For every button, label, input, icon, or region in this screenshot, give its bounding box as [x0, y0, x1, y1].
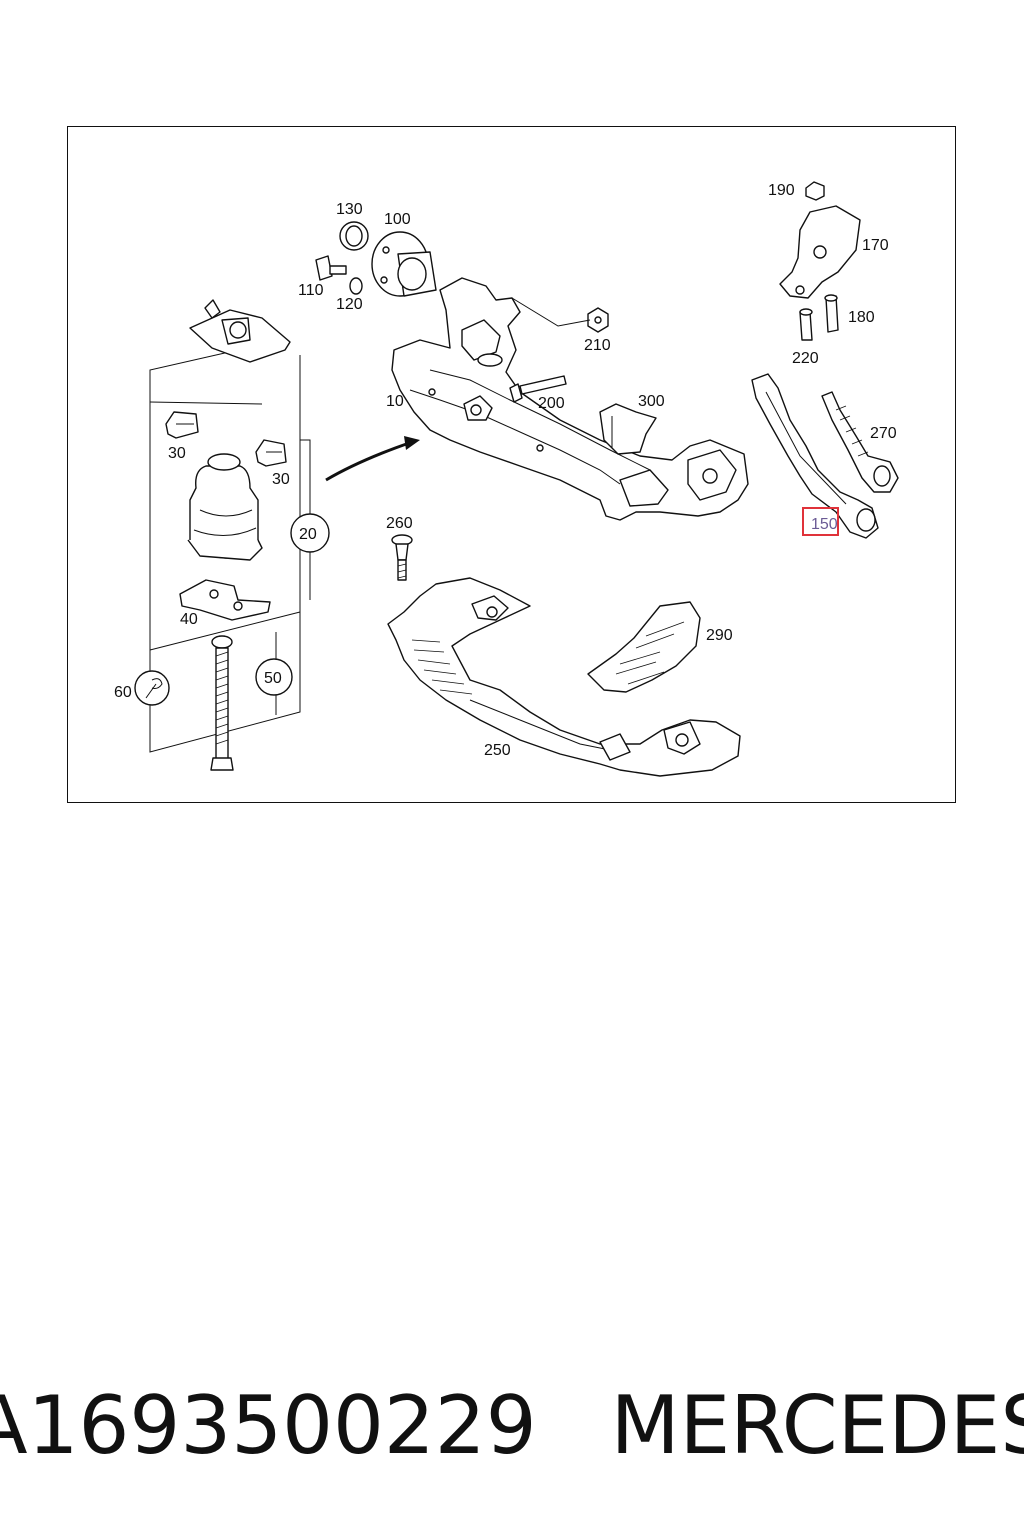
engine-mount-top-bracket: [189, 299, 291, 363]
bracket-300: [599, 403, 657, 455]
label-130: 130: [336, 201, 363, 218]
hub-100: [371, 231, 437, 297]
callout-circle-20: [290, 513, 330, 553]
nut-190: [805, 181, 825, 201]
shield-290: [587, 601, 701, 693]
label-200: 200: [538, 395, 565, 412]
engine-mount-20: [187, 453, 263, 561]
label-30a: 30: [168, 445, 186, 462]
label-250: 250: [484, 742, 511, 759]
label-170: 170: [862, 237, 889, 254]
highlight-box-150: [802, 507, 839, 536]
label-40: 40: [180, 611, 198, 628]
washer-120: [349, 277, 363, 295]
label-20: 20: [299, 526, 317, 543]
label-150: 150: [811, 516, 838, 533]
bolt-220: [799, 308, 813, 341]
label-190: 190: [768, 182, 795, 199]
label-100: 100: [384, 211, 411, 228]
brand-name: MERCEDES: [610, 1378, 1024, 1472]
bracket-40: [179, 579, 271, 621]
label-30b: 30: [272, 471, 290, 488]
label-260: 260: [386, 515, 413, 532]
bracket-170: [779, 205, 861, 299]
bolt-180: [824, 294, 839, 333]
control-arm-150: [751, 373, 879, 539]
caption: A1693500229 MERCEDES: [0, 1370, 1024, 1480]
bolt-200: [509, 375, 567, 403]
label-220: 220: [792, 350, 819, 367]
label-270: 270: [870, 425, 897, 442]
label-50: 50: [264, 670, 282, 687]
callout-circle-50: [255, 658, 293, 696]
wrench-icon: [134, 670, 170, 706]
label-120: 120: [336, 296, 363, 313]
label-180: 180: [848, 309, 875, 326]
underbody-cover-250: [387, 577, 741, 777]
control-arm-270: [821, 391, 899, 493]
subframe-10: [391, 277, 749, 521]
bolt-110: [315, 255, 347, 281]
bearing-130: [339, 221, 369, 251]
label-110: 110: [298, 282, 324, 299]
label-300: 300: [638, 393, 665, 410]
clip-30-right: [255, 439, 287, 467]
clip-30-left: [165, 411, 199, 439]
label-210: 210: [584, 337, 611, 354]
label-290: 290: [706, 627, 733, 644]
bolt-long: [210, 635, 234, 771]
clip-260: [391, 534, 413, 581]
leader-210: [511, 297, 591, 327]
direction-arrow: [325, 436, 420, 482]
part-number: A1693500229: [0, 1378, 537, 1472]
label-60: 60: [114, 684, 132, 701]
label-10: 10: [386, 393, 404, 410]
nut-210: [587, 307, 609, 333]
